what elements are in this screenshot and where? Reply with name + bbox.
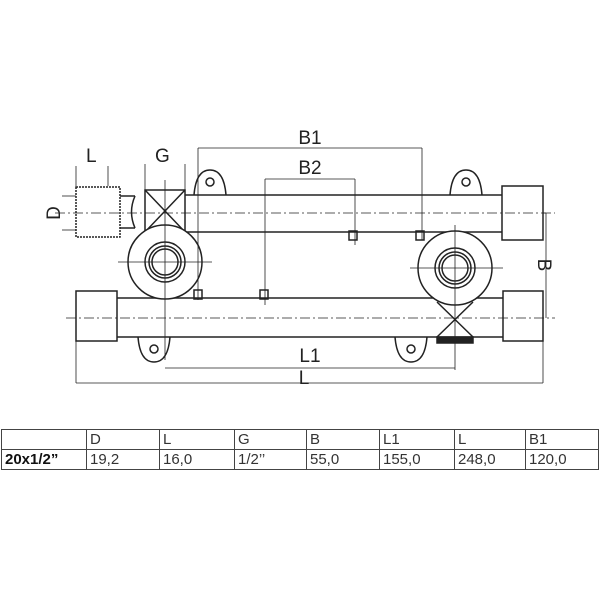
table-header: D bbox=[86, 429, 160, 450]
table-cell: 155,0 bbox=[379, 449, 455, 470]
table-cell: 55,0 bbox=[306, 449, 380, 470]
bottom-right-cap bbox=[502, 290, 544, 342]
bottom-left-cap bbox=[75, 290, 118, 342]
table-header: B1 bbox=[525, 429, 599, 450]
table-header: L1 bbox=[379, 429, 455, 450]
table-cell-size: 20x1/2” bbox=[1, 449, 87, 470]
dim-label-B2: B2 bbox=[298, 158, 321, 179]
left-outlet bbox=[118, 180, 212, 360]
table-header: B bbox=[306, 429, 380, 450]
dim-label-L: L bbox=[86, 146, 97, 167]
table-cell: 16,0 bbox=[159, 449, 235, 470]
table-header-row: D L G B L1 L B1 bbox=[1, 429, 599, 450]
dimensions-table: D L G B L1 L B1 20x1/2” 19,2 16,0 1/2’’ … bbox=[1, 429, 599, 470]
dim-label-D: D bbox=[44, 206, 65, 220]
table-header: L bbox=[454, 429, 526, 450]
table-row: 20x1/2” 19,2 16,0 1/2’’ 55,0 155,0 248,0… bbox=[1, 449, 599, 470]
table-header: G bbox=[234, 429, 307, 450]
dim-label-B1: B1 bbox=[298, 128, 321, 149]
mounting-ears bbox=[137, 169, 483, 363]
dim-label-B: B bbox=[533, 259, 554, 272]
manifold-drawing: L G D B1 B2 B L1 L bbox=[44, 128, 555, 389]
table-cell: 1/2’’ bbox=[234, 449, 307, 470]
table-cell: 19,2 bbox=[86, 449, 160, 470]
table-header: L bbox=[159, 429, 235, 450]
right-outlet bbox=[410, 225, 503, 370]
table-cell: 120,0 bbox=[525, 449, 599, 470]
ports bbox=[193, 230, 425, 300]
top-left-fitting bbox=[75, 186, 121, 238]
table-cell: 248,0 bbox=[454, 449, 526, 470]
dim-label-L-total: L bbox=[299, 368, 310, 389]
dimension-lines bbox=[62, 147, 547, 384]
dim-label-L1: L1 bbox=[299, 346, 320, 367]
dim-label-G: G bbox=[155, 146, 170, 167]
table-header bbox=[1, 429, 87, 450]
